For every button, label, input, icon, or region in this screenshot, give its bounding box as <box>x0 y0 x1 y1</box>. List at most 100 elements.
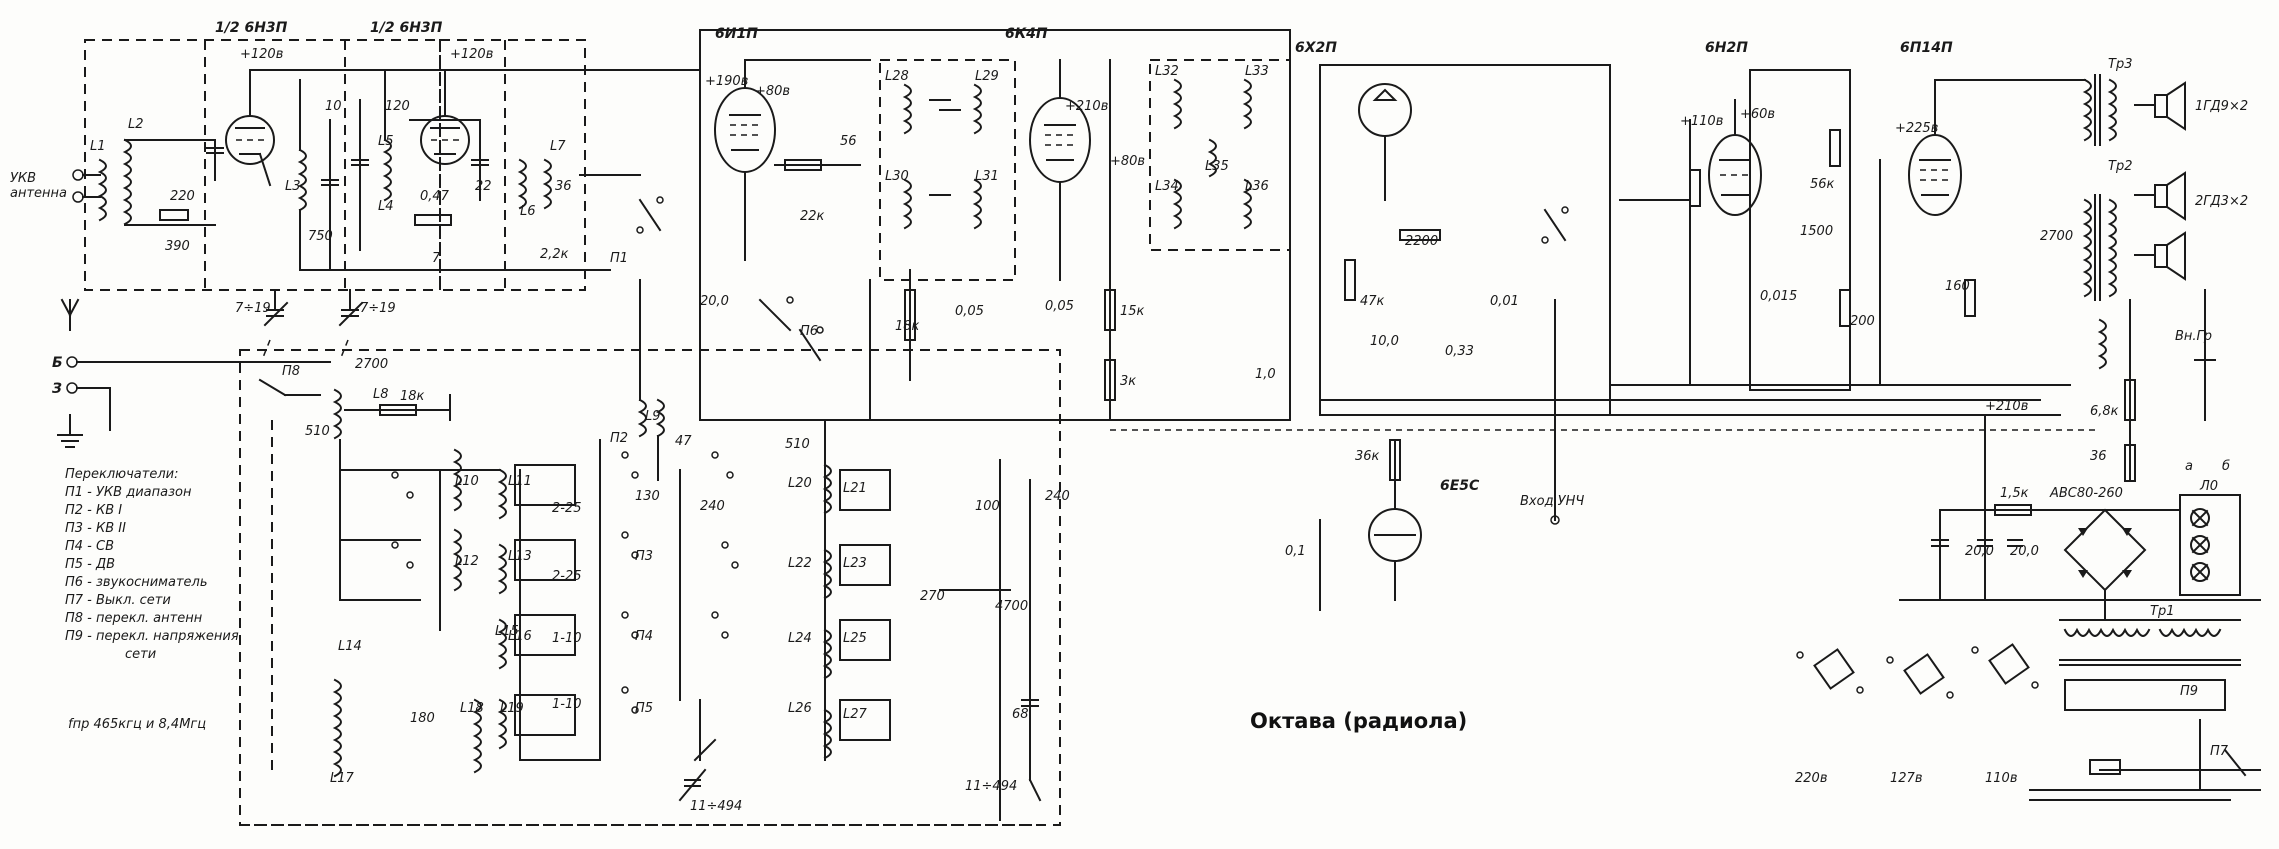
r-22k: 22к <box>800 209 825 224</box>
c-36: 36 <box>555 179 572 194</box>
text-labels: 1/2 6Н3П 1/2 6Н3П 6И1П 6К4П 6Х2П 6Н2П 6П… <box>10 20 2248 814</box>
tube-v7-label: 6Е5С <box>1440 478 1480 494</box>
antenna-terminals <box>57 298 331 448</box>
c-750: 750 <box>308 229 333 244</box>
c-1-10a: 1-10 <box>552 631 582 646</box>
tube-v5 <box>1708 99 1762 216</box>
terminal-z-label: З <box>52 381 62 397</box>
label-L6: L6 <box>520 204 536 219</box>
af-network <box>1319 69 2071 416</box>
r-047: 0,47 <box>420 189 450 204</box>
label-P8: П8 <box>282 364 300 379</box>
c-1500: 1500 <box>1800 224 1833 239</box>
c-2-25a: 2-25 <box>552 501 582 516</box>
c-270: 270 <box>920 589 945 604</box>
c-68: 68 <box>1012 707 1029 722</box>
c-510b: 510 <box>785 437 810 452</box>
label-L17: L17 <box>330 771 355 786</box>
tube-v6-label: 6П14П <box>1900 40 1953 56</box>
switch-p6-unch <box>1541 206 1569 525</box>
label-L1: L1 <box>90 139 106 154</box>
legend-item-8: П8 - перекл. антенн <box>65 611 203 626</box>
switch-p6-p1-if <box>699 269 1291 421</box>
rf-coils <box>297 69 641 271</box>
label-L13: L13 <box>508 549 532 564</box>
tube-v2 <box>714 59 871 261</box>
tube-v4 <box>1344 83 1441 301</box>
voltage-80: +80в <box>755 84 790 99</box>
label-L34: L34 <box>1155 179 1179 194</box>
legend-item-9: П9 - перекл. напряжения <box>65 629 239 644</box>
voltage-210b: +210в <box>1985 399 2028 414</box>
label-L21: L21 <box>843 481 867 496</box>
c-510: 510 <box>305 424 330 439</box>
c-56: 56 <box>840 134 857 149</box>
power-supply <box>1899 414 2261 801</box>
unch-input-label: Вход УНЧ <box>1520 494 1584 509</box>
tube-v6 <box>1908 79 1962 216</box>
tube-v5-label: 6Н2П <box>1705 40 1748 56</box>
label-L36: L36 <box>1245 179 1269 194</box>
label-P2: П2 <box>610 431 628 446</box>
output-transformers <box>1934 74 2136 482</box>
label-L10: L10 <box>455 474 479 489</box>
r-390: 390 <box>165 239 190 254</box>
c-22: 22 <box>475 179 492 194</box>
rf-band-coils <box>332 279 665 778</box>
antenna-switch-p8 <box>258 378 501 471</box>
c-001: 0,01 <box>1490 294 1519 309</box>
label-P4: П4 <box>635 629 653 644</box>
c-2-25b: 2-25 <box>552 569 582 584</box>
label-L29: L29 <box>975 69 999 84</box>
legend-item-2: П2 - КВ I <box>65 503 122 518</box>
c-005: 0,05 <box>955 304 984 319</box>
c-10: 10 <box>325 99 342 114</box>
label-L32: L32 <box>1155 64 1179 79</box>
r-36: 36 <box>2090 449 2107 464</box>
label-L8: L8 <box>373 387 389 402</box>
voltage-selector-dials <box>1796 643 2039 699</box>
c-4700: 4700 <box>995 599 1028 614</box>
label-L18: L18 <box>460 701 484 716</box>
c-2700b: 2700 <box>2040 229 2073 244</box>
c-005b: 0,05 <box>1045 299 1074 314</box>
c-1-10b: 1-10 <box>552 697 582 712</box>
rectifier-label: АВС80-260 <box>2049 486 2123 501</box>
c-7-19b: 7÷19 <box>360 301 396 316</box>
page-title: Октава (радиола) <box>1250 709 1467 733</box>
voltage-210: +210в <box>1065 99 1108 114</box>
label-P1: П1 <box>610 251 628 266</box>
label-L20: L20 <box>788 476 812 491</box>
legend-item-10: сети <box>125 647 156 662</box>
speaker-1-label: 1ГД9×2 <box>2195 99 2248 114</box>
r-160: 160 <box>1945 279 1970 294</box>
c-240: 240 <box>700 499 725 514</box>
label-L9: L9 <box>645 409 661 424</box>
ukv-block-frame <box>84 39 586 291</box>
c-47: 47 <box>675 434 692 449</box>
r-15k: 15к <box>1120 304 1145 319</box>
terminal-b-label: Б <box>52 355 63 371</box>
label-L27: L27 <box>843 707 868 722</box>
label-tr2: Тр2 <box>2108 159 2132 174</box>
c-130: 130 <box>635 489 660 504</box>
r-033: 0,33 <box>1445 344 1474 359</box>
if-transformers-1 <box>902 83 982 230</box>
label-L16: L16 <box>508 629 532 644</box>
speaker-2-label: 2ГД3×2 <box>2195 194 2248 209</box>
label-L26: L26 <box>788 701 812 716</box>
c-0015: 0,015 <box>1760 289 1797 304</box>
c-20b: 20,0 <box>1965 544 1994 559</box>
c-7: 7 <box>432 251 441 266</box>
voltage-225: +225в <box>1895 121 1938 136</box>
c-20c: 20,0 <box>2010 544 2039 559</box>
r-10: 1,0 <box>1255 367 1276 382</box>
label-L15: L15 <box>495 624 519 639</box>
tube-v2-label: 6И1П <box>715 26 758 42</box>
tube-v3 <box>1029 59 1116 421</box>
c-01: 0,1 <box>1285 544 1306 559</box>
r-220: 220 <box>170 189 195 204</box>
c-100: 100 <box>975 499 1000 514</box>
r-1k5: 1,5к <box>2000 486 2029 501</box>
voltage-110: +110в <box>1680 114 1723 129</box>
